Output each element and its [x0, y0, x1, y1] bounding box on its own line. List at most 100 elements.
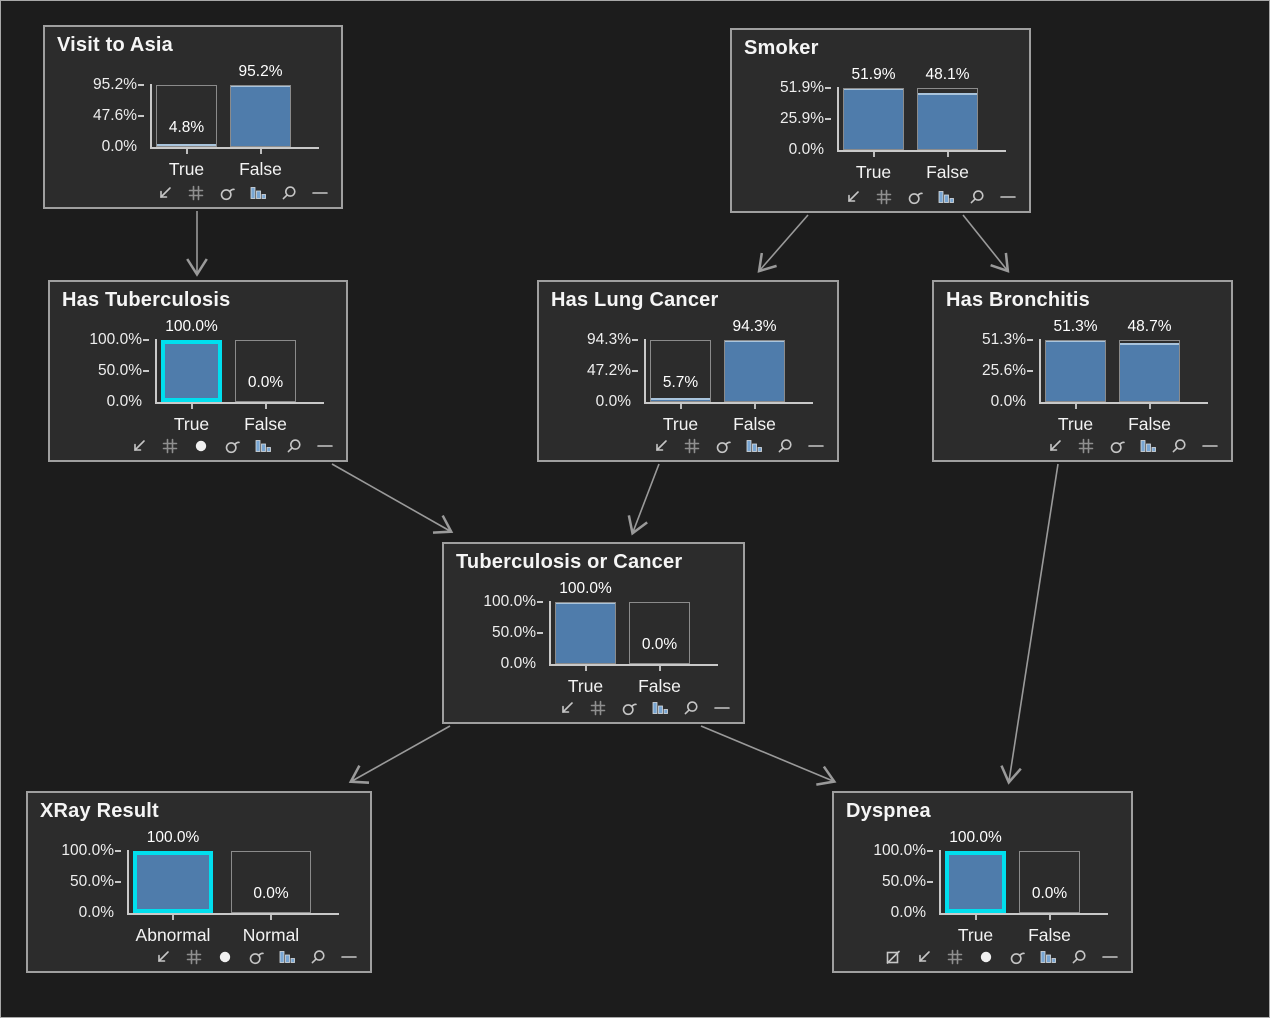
- sigma-icon[interactable]: [223, 437, 241, 455]
- grid-icon[interactable]: [946, 948, 964, 966]
- bar-slot-true[interactable]: 100.0%True: [555, 580, 616, 696]
- minus-icon[interactable]: [340, 948, 358, 966]
- bar-slot-normal[interactable]: 0.0%Normal: [231, 851, 311, 945]
- grid-icon[interactable]: [161, 437, 179, 455]
- arrow-down-left-icon[interactable]: [1046, 437, 1064, 455]
- probability-bar[interactable]: [555, 602, 616, 664]
- grid-icon[interactable]: [683, 437, 701, 455]
- circle-icon[interactable]: [216, 948, 234, 966]
- bar-frame: [230, 85, 291, 147]
- magnifier-icon[interactable]: [285, 437, 303, 455]
- grid-icon[interactable]: [185, 948, 203, 966]
- sigma-icon[interactable]: [714, 437, 732, 455]
- probability-bar[interactable]: [1045, 340, 1106, 402]
- probability-bar[interactable]: [161, 340, 222, 402]
- bar-slot-abnormal[interactable]: 100.0%Abnormal: [133, 829, 213, 945]
- circle-icon[interactable]: [192, 437, 210, 455]
- sigma-icon[interactable]: [1108, 437, 1126, 455]
- minus-icon[interactable]: [1101, 948, 1119, 966]
- bar-slot-true[interactable]: 100.0%True: [945, 829, 1006, 945]
- probability-bar[interactable]: [724, 340, 785, 402]
- minus-icon[interactable]: [713, 699, 731, 717]
- edge-tuberculosis-or-cancer-to-dyspnea[interactable]: [700, 725, 837, 786]
- edge-smoker-to-has-lung-cancer[interactable]: [757, 214, 809, 273]
- probability-bar[interactable]: [650, 398, 711, 402]
- arrow-down-left-icon[interactable]: [130, 437, 148, 455]
- grid-icon[interactable]: [187, 184, 205, 202]
- bar-slot-false[interactable]: 0.0%False: [1019, 851, 1080, 945]
- minus-icon[interactable]: [316, 437, 334, 455]
- edge-has-bronchitis-to-dyspnea[interactable]: [1000, 463, 1059, 785]
- arrow-down-left-icon[interactable]: [844, 188, 862, 206]
- bar-chart-icon[interactable]: [1039, 948, 1057, 966]
- edge-tuberculosis-or-cancer-to-xray-result[interactable]: [348, 725, 451, 784]
- bar-slot-true[interactable]: 51.9%True: [843, 66, 904, 182]
- grid-icon[interactable]: [875, 188, 893, 206]
- edge-has-lung-cancer-to-tuberculosis-or-cancer[interactable]: [627, 463, 660, 536]
- bar-chart-icon[interactable]: [745, 437, 763, 455]
- probability-bar[interactable]: [1119, 343, 1180, 402]
- bar-slot-false[interactable]: 94.3%False: [724, 318, 785, 434]
- magnifier-icon[interactable]: [280, 184, 298, 202]
- magnifier-icon[interactable]: [1170, 437, 1188, 455]
- sigma-icon[interactable]: [620, 699, 638, 717]
- bar-slot-true[interactable]: 5.7%True: [650, 340, 711, 434]
- bar-slot-false[interactable]: 48.1%False: [917, 66, 978, 182]
- magnifier-icon[interactable]: [309, 948, 327, 966]
- bar-slot-true[interactable]: 51.3%True: [1045, 318, 1106, 434]
- sigma-icon[interactable]: [218, 184, 236, 202]
- probability-bar[interactable]: [133, 851, 213, 913]
- bar-chart-icon[interactable]: [1139, 437, 1157, 455]
- node-xray-result[interactable]: XRay Result 100.0%50.0%0.0%100.0%Abnorma…: [26, 791, 372, 973]
- edge-smoker-to-has-bronchitis[interactable]: [962, 214, 1010, 273]
- arrow-down-left-icon[interactable]: [156, 184, 174, 202]
- probability-bar[interactable]: [843, 88, 904, 150]
- arrow-down-left-icon[interactable]: [558, 699, 576, 717]
- minus-icon[interactable]: [999, 188, 1017, 206]
- probability-bar[interactable]: [156, 143, 217, 147]
- edge-has-tuberculosis-to-tuberculosis-or-cancer[interactable]: [331, 463, 454, 534]
- bar-chart-icon[interactable]: [254, 437, 272, 455]
- arrow-down-left-icon[interactable]: [154, 948, 172, 966]
- bar-chart-icon[interactable]: [249, 184, 267, 202]
- magnifier-icon[interactable]: [682, 699, 700, 717]
- minus-icon[interactable]: [311, 184, 329, 202]
- bar-slot-false[interactable]: 0.0%False: [235, 340, 296, 434]
- magnifier-icon[interactable]: [1070, 948, 1088, 966]
- grid-icon[interactable]: [1077, 437, 1095, 455]
- bar-chart-icon[interactable]: [651, 699, 669, 717]
- bar-chart-icon[interactable]: [278, 948, 296, 966]
- probability-bar[interactable]: [230, 85, 291, 147]
- bar-slot-false[interactable]: 0.0%False: [629, 602, 690, 696]
- arrow-down-left-icon[interactable]: [915, 948, 933, 966]
- sigma-icon[interactable]: [906, 188, 924, 206]
- node-has-tuberculosis[interactable]: Has Tuberculosis 100.0%50.0%0.0%100.0%Tr…: [48, 280, 348, 462]
- bar-chart-icon[interactable]: [937, 188, 955, 206]
- node-title: Visit to Asia: [57, 34, 173, 56]
- arrow-down-left-icon[interactable]: [652, 437, 670, 455]
- sigma-icon[interactable]: [247, 948, 265, 966]
- minus-icon[interactable]: [1201, 437, 1219, 455]
- bar-slot-true[interactable]: 4.8%True: [156, 85, 217, 179]
- magnifier-icon[interactable]: [776, 437, 794, 455]
- sigma-icon[interactable]: [1008, 948, 1026, 966]
- magnifier-icon[interactable]: [968, 188, 986, 206]
- bar-slot-false[interactable]: 48.7%False: [1119, 318, 1180, 434]
- circle-icon[interactable]: [977, 948, 995, 966]
- state-label: False: [1128, 414, 1171, 434]
- probability-bar[interactable]: [945, 851, 1006, 913]
- grid-icon[interactable]: [589, 699, 607, 717]
- minus-icon[interactable]: [807, 437, 825, 455]
- bar-slot-true[interactable]: 100.0%True: [161, 318, 222, 434]
- probability-bar[interactable]: [917, 92, 978, 150]
- bar-slot-false[interactable]: 95.2%False: [230, 63, 291, 179]
- square-diagonal-icon[interactable]: [884, 948, 902, 966]
- node-tuberculosis-or-cancer[interactable]: Tuberculosis or Cancer 100.0%50.0%0.0%10…: [442, 542, 745, 724]
